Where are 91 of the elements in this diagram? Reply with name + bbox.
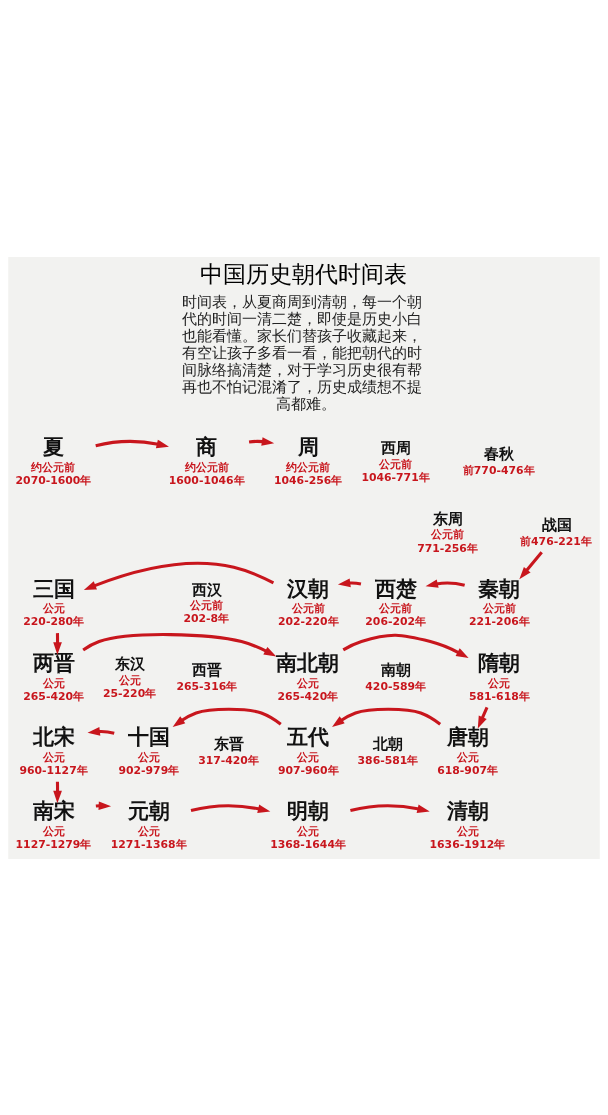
arrow <box>83 561 275 590</box>
node-text: 唐朝 <box>446 724 489 749</box>
node-text: 两晋 <box>32 650 75 675</box>
node-label: 1368-1644年 <box>270 837 346 851</box>
node-text: 元朝 <box>127 798 170 823</box>
node-text: 西楚 <box>374 576 417 601</box>
arrow <box>95 439 169 448</box>
arrow <box>350 803 430 813</box>
node-label: 约公元前 <box>286 460 331 474</box>
node-label: 386-581年 <box>357 753 419 767</box>
arrow <box>82 632 277 657</box>
node-label: 公元 <box>137 824 160 838</box>
label: 时间表，从夏商周到清朝，每一个朝代的时间一清二楚，即使是历史小白也能看懂。家长们替孩子收藏起来，有空让孩子多看一看，能把朝代的时间脉络搞清楚，对于学习历史很有帮再也不怕记混淆了，历史成绩想不提高都难。 <box>182 292 423 413</box>
node-label: 公元前 <box>431 527 465 541</box>
node-label: 公元前 <box>291 601 325 615</box>
node-label: 约公元前 <box>184 460 229 474</box>
node-text: 西晋 <box>192 660 223 678</box>
node-label: 202-220年 <box>277 614 339 628</box>
node-text: 汉朝 <box>287 576 330 601</box>
node-label: 25-220年 <box>103 686 157 700</box>
node-label: 1127-1279年 <box>15 837 92 851</box>
node-text: 秦朝 <box>478 576 521 601</box>
node-label: 265-420年 <box>23 689 85 703</box>
arrow <box>342 633 469 658</box>
node-label: 公元前 <box>379 601 413 615</box>
node-text: 东汉 <box>115 654 146 672</box>
node-label: 907-960年 <box>277 763 339 777</box>
node-label: 220-280年 <box>23 614 85 628</box>
node-label: 317-420年 <box>198 753 259 767</box>
node-text: 西汉 <box>192 580 222 598</box>
node-label: 265-420年 <box>277 689 339 703</box>
node-text: 南朝 <box>381 660 412 678</box>
node-label: 1046-771年 <box>361 470 430 484</box>
node-label: 1636-1912年 <box>429 837 506 851</box>
node-text: 南宋 <box>32 798 75 823</box>
node-label: 公元 <box>296 676 319 690</box>
node-label: 1271-1368年 <box>110 837 187 851</box>
node-label: 公元 <box>456 750 479 764</box>
node-label: 771-256年 <box>417 541 478 555</box>
node-text: 商 <box>196 434 218 459</box>
node-label: 公元 <box>297 824 320 838</box>
node-label: 公元 <box>456 824 479 838</box>
node-text: 战国 <box>541 515 572 533</box>
node-label: 1046-256年 <box>274 473 343 487</box>
node-label: 公元 <box>488 676 511 690</box>
node-label: 公元前 <box>379 457 413 471</box>
node-text: 十国 <box>127 724 170 749</box>
diagram-title: 中国历史朝代时间表 <box>200 259 408 287</box>
arrow <box>337 578 362 587</box>
node-text: 三国 <box>32 576 75 601</box>
node-label: 420-589年 <box>365 679 427 693</box>
node-text: 北宋 <box>32 724 75 749</box>
node-label: 公元 <box>137 750 160 764</box>
node-label: 221-206年 <box>469 614 530 628</box>
node-label: 公元 <box>42 750 65 764</box>
arrow <box>519 550 543 579</box>
arrow <box>172 707 282 727</box>
node-label: 公元 <box>42 676 65 690</box>
node-label: 前770-476年 <box>462 463 535 477</box>
node-text: 明朝 <box>287 798 330 823</box>
node-label: 约公元前 <box>31 460 76 474</box>
node-label: 前476-221年 <box>520 534 592 548</box>
node-label: 公元 <box>118 673 141 687</box>
node-text: 隋朝 <box>478 650 521 675</box>
node-text: 东晋 <box>214 734 245 752</box>
node-label: 公元前 <box>482 601 516 615</box>
node-label: 公元 <box>42 601 65 615</box>
node-label: 206-202年 <box>365 614 427 628</box>
node-label: 581-618年 <box>469 689 530 703</box>
node-text: 周 <box>297 434 319 459</box>
node-text: 西周 <box>381 438 412 456</box>
node-label: 265-316年 <box>176 679 238 693</box>
node-label: 1600-1046年 <box>168 473 245 487</box>
node-text: 五代 <box>287 724 330 749</box>
node-text: 北朝 <box>373 734 404 752</box>
node-text: 清朝 <box>446 798 489 823</box>
node-label: 618-907年 <box>437 763 498 777</box>
node-label: 公元 <box>42 824 65 838</box>
arrow <box>332 707 442 727</box>
node-text: 东周 <box>433 509 464 527</box>
node-label: 902-979年 <box>118 763 180 777</box>
node-label: 2070-1600年 <box>15 473 92 487</box>
arrow <box>190 803 271 813</box>
node-label: 960-1127年 <box>19 763 88 777</box>
node-text: 春秋 <box>484 444 515 462</box>
node-label: 202-8年 <box>183 611 230 625</box>
node-label: 公元 <box>297 750 320 764</box>
arrow <box>425 578 466 588</box>
node-label: 公元前 <box>190 598 224 612</box>
node-text: 南北朝 <box>276 650 340 675</box>
node-text: 夏 <box>43 434 65 459</box>
